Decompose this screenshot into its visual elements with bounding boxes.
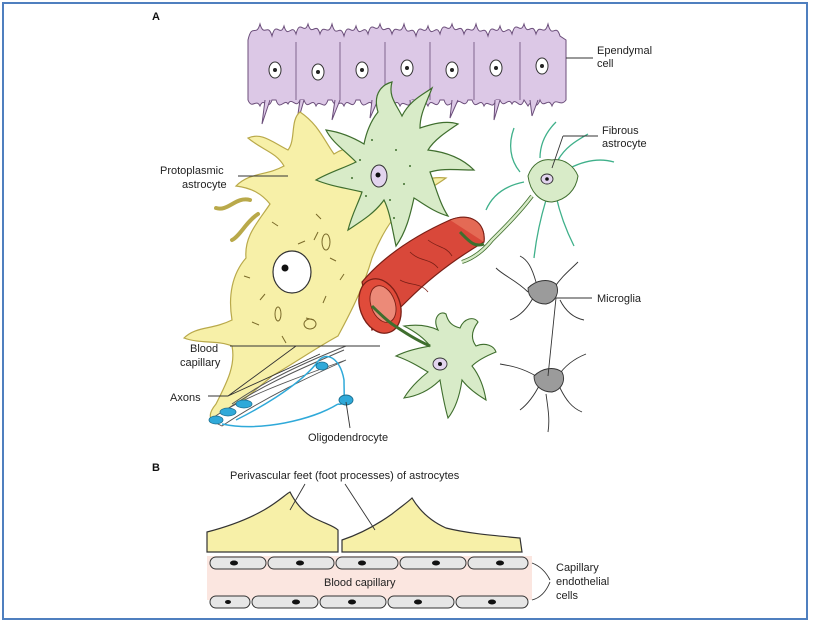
capillary-wall: [207, 556, 532, 609]
perivascular-leader: [289, 483, 376, 531]
fibrous-astrocyte: [461, 121, 615, 264]
label-fibrous-1: Fibrous: [602, 125, 639, 137]
endothelial-bracket: [531, 562, 551, 601]
label-blood-capillary-b: Blood capillary: [324, 577, 396, 589]
label-microglia: Microglia: [597, 293, 642, 305]
microglia-cells: [495, 255, 587, 433]
label-blood-1: Blood: [190, 343, 218, 355]
label-protoplasmic-2: astrocyte: [182, 179, 227, 191]
label-axons: Axons: [170, 392, 201, 404]
perivascular-feet: [206, 491, 523, 553]
label-endothelial-2: endothelial: [556, 576, 609, 588]
label-blood-2: capillary: [180, 357, 221, 369]
label-oligodendrocyte: Oligodendrocyte: [308, 432, 388, 444]
blood-capillary-vessel: [358, 216, 485, 334]
label-perivascular: Perivascular feet (foot processes) of as…: [230, 470, 460, 482]
label-ependymal-2: cell: [597, 58, 614, 70]
oligodendrocyte-cell: [208, 345, 354, 428]
leader-lines: [208, 57, 598, 429]
lower-astrocyte: [370, 304, 497, 420]
label-ependymal-1: Ependymal: [597, 45, 652, 57]
ependymal-cells: [247, 22, 567, 129]
central-astrocyte: [314, 81, 476, 248]
label-endothelial-1: Capillary: [556, 562, 599, 574]
label-endothelial-3: cells: [556, 590, 579, 602]
label-protoplasmic-1: Protoplasmic: [160, 165, 224, 177]
panel-a-label: A: [152, 11, 160, 23]
panel-b-label: B: [152, 462, 160, 474]
label-fibrous-2: astrocyte: [602, 138, 647, 150]
